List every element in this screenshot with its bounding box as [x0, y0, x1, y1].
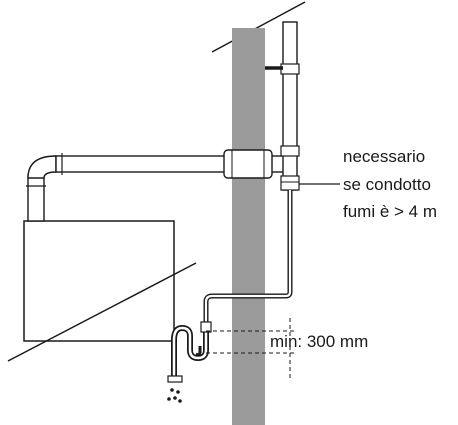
chimney-column [232, 28, 265, 425]
boiler-unit [23, 220, 175, 342]
drip-4 [167, 397, 171, 401]
siphon-trap-inner [172, 326, 208, 378]
wall-sleeve [223, 149, 273, 179]
flue-elbow [27, 155, 57, 179]
boiler-flue-stub [27, 174, 45, 222]
siphon-water-seal [195, 346, 202, 357]
roof-line [211, 1, 306, 53]
drip-1 [170, 388, 174, 392]
drip-2 [176, 390, 180, 394]
floor-line [7, 262, 197, 362]
flue-joint-top [280, 63, 300, 75]
drip-3 [173, 396, 177, 400]
vertical-flue-pipe [282, 21, 298, 191]
condensate-drain-tube-inner [204, 190, 292, 332]
min-distance-label: min: 300 mm [270, 332, 369, 351]
drip-5 [178, 399, 182, 403]
flue-joint-mid [280, 145, 300, 157]
condensate-note-line-2: se condotto [343, 175, 431, 194]
condensate-tee [280, 175, 300, 191]
drain-outlet [167, 375, 183, 383]
condensate-note-line-1: necessario [343, 147, 426, 166]
condensate-note-line-3: fumi è > 4 m [343, 202, 438, 221]
siphon-fitting [200, 321, 212, 333]
